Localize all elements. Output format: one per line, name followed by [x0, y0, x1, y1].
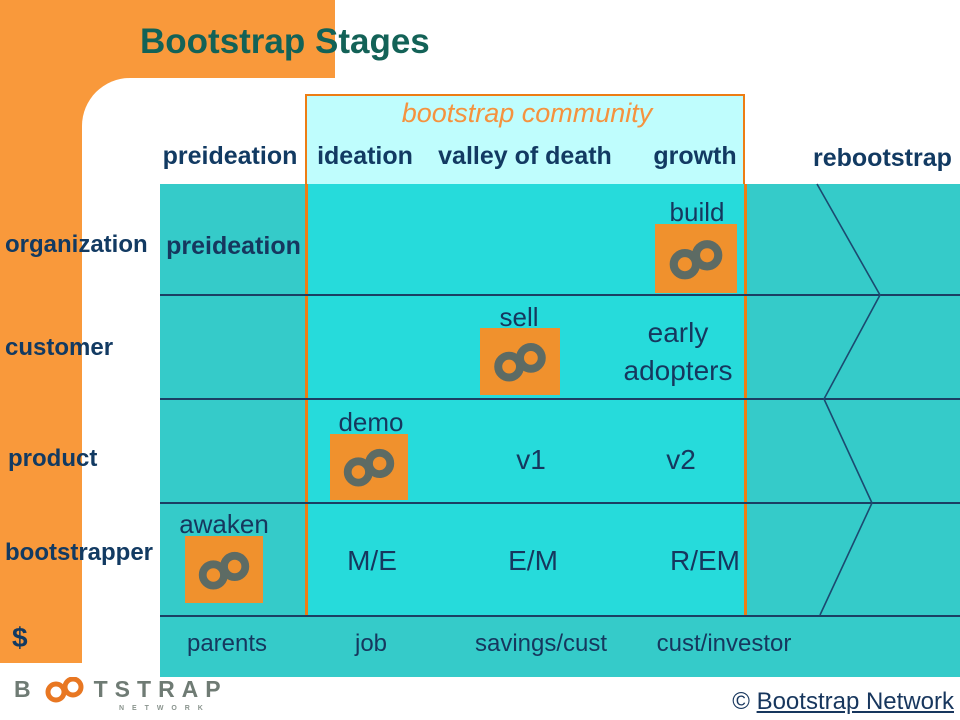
row-label-funding: $ [12, 622, 28, 653]
bootstrap-network-logo: B TSTRAP N E T W O R K [14, 676, 228, 712]
column-header-growth: growth [653, 142, 737, 170]
logo-letter-b: B [14, 676, 38, 702]
row-divider-1 [160, 294, 960, 296]
orange-side-bar [0, 0, 82, 663]
bootstrap-network-link[interactable]: Bootstrap Network [756, 688, 954, 715]
row-label-customer: customer [5, 334, 114, 361]
cell-org-preideation: preideation [166, 232, 301, 260]
copyright-line: © Bootstrap Network [732, 688, 954, 716]
row-label-organization: organization [5, 231, 148, 258]
cell-early-adopters: early adopters [623, 317, 733, 386]
community-label: bootstrap community [401, 98, 653, 128]
row-divider-3 [160, 502, 960, 504]
cell-v1: v1 [516, 444, 546, 475]
cell-me: M/E [347, 545, 397, 576]
row-label-product: product [8, 445, 98, 472]
cell-funding-savings-cust: savings/cust [474, 630, 608, 657]
community-box [305, 94, 745, 184]
cell-awaken-label: awaken [179, 509, 269, 539]
cell-v2: v2 [666, 444, 696, 475]
cell-sell-label: sell [499, 302, 539, 332]
logo-word-network: N E T W O R K [119, 705, 206, 712]
cell-funding-job: job [354, 630, 388, 657]
cell-rem: R/EM [670, 545, 740, 576]
row-label-bootstrapper: bootstrapper [5, 539, 154, 566]
copyright-symbol: © [732, 688, 750, 715]
row-divider-2 [160, 398, 960, 400]
community-left-border [305, 184, 308, 616]
logo-word-tstrap: TSTRAP [93, 676, 228, 702]
cell-build-label: build [669, 197, 725, 227]
bootstrap-infinity-icon [330, 434, 408, 500]
column-header-valley-of-death: valley of death [438, 142, 612, 170]
logo-infinity-icon [40, 676, 92, 703]
column-header-rebootstrap: rebootstrap [813, 144, 952, 172]
column-header-ideation: ideation [317, 142, 413, 170]
bootstrap-infinity-icon [480, 328, 560, 395]
bootstrap-infinity-icon [655, 224, 737, 293]
cell-demo-label: demo [338, 407, 404, 437]
column-header-preideation: preideation [162, 142, 298, 170]
cell-funding-parents: parents [186, 630, 268, 657]
cell-em: E/M [508, 545, 558, 576]
page-title: Bootstrap Stages [140, 22, 430, 61]
row-divider-4 [160, 615, 960, 617]
cell-funding-cust-investor: cust/investor [656, 630, 792, 657]
bootstrap-infinity-icon [185, 536, 263, 603]
community-right-border [744, 184, 747, 616]
